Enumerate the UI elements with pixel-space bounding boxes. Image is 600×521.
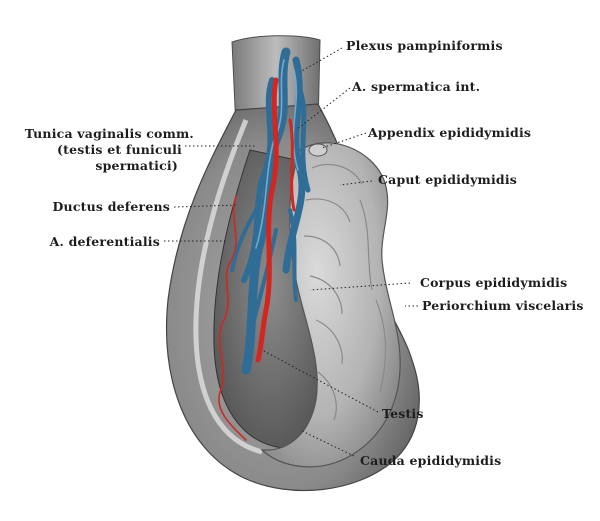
label-a-spermatica-int: A. spermatica int. <box>352 79 481 94</box>
pampiniform-plexus <box>230 47 311 375</box>
a-spermatica-int <box>255 77 296 363</box>
label-appendix-epididymidis: Appendix epididymidis <box>368 125 532 140</box>
label-tunica-vaginalis-line3: spermatici) <box>95 158 178 173</box>
label-testis: Testis <box>382 406 424 421</box>
label-tunica-vaginalis-line2: (testis et funiculi <box>57 142 182 157</box>
appendix-epididymidis <box>308 143 328 157</box>
a-deferentialis <box>218 195 247 441</box>
label-cauda-epididymidis: Cauda epididymidis <box>360 453 502 468</box>
label-a-deferentialis: A. deferentialis <box>49 234 160 249</box>
epididymis-folds <box>303 163 387 421</box>
label-caput-epididymidis: Caput epididymidis <box>378 172 518 187</box>
label-plexus-pampiniformis: Plexus pampiniformis <box>346 38 503 53</box>
label-tunica-vaginalis-line1: Tunica vaginalis comm. <box>24 126 194 141</box>
label-ductus-deferens: Ductus deferens <box>52 199 170 214</box>
leader-lines <box>164 47 418 457</box>
tunica-cut-edge <box>193 119 263 455</box>
label-periorchium-visceralis: Periorchium viscelaris <box>422 298 584 313</box>
label-corpus-epididymidis: Corpus epididymidis <box>420 275 568 290</box>
